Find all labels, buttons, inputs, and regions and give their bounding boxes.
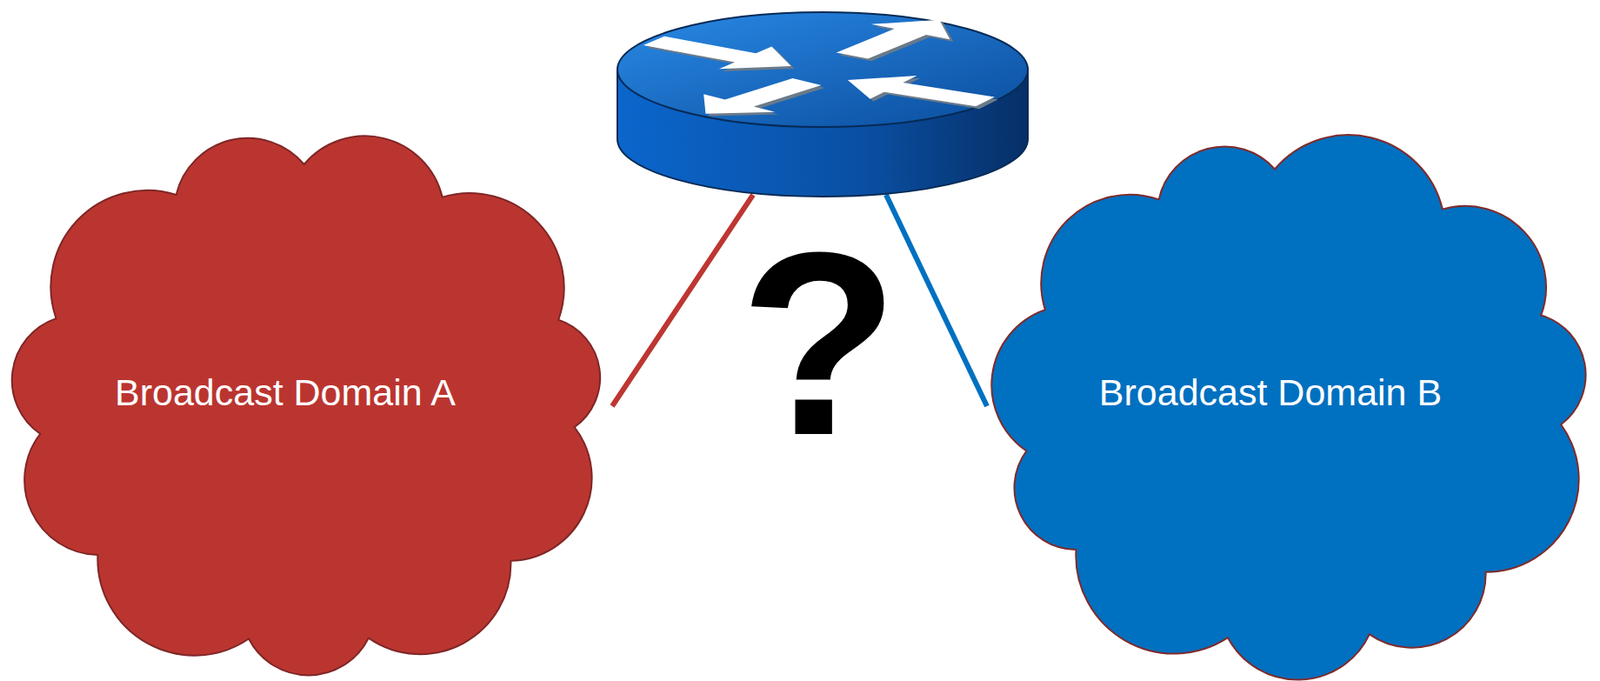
cloud-shape	[991, 134, 1586, 680]
router-top	[617, 12, 1028, 127]
cloud-shape	[12, 135, 600, 675]
red-link	[612, 194, 754, 407]
broadcast-domain-cloud: Broadcast Domain A	[1, 127, 613, 681]
cloud-label: Broadcast Domain A	[111, 366, 460, 418]
broadcast-domain-cloud: Broadcast Domain B	[985, 132, 1599, 681]
blue-link	[886, 194, 987, 407]
router-arrows	[627, 12, 1013, 126]
cloud-label: Broadcast Domain B	[1096, 366, 1445, 418]
question-mark: ?	[739, 213, 899, 474]
